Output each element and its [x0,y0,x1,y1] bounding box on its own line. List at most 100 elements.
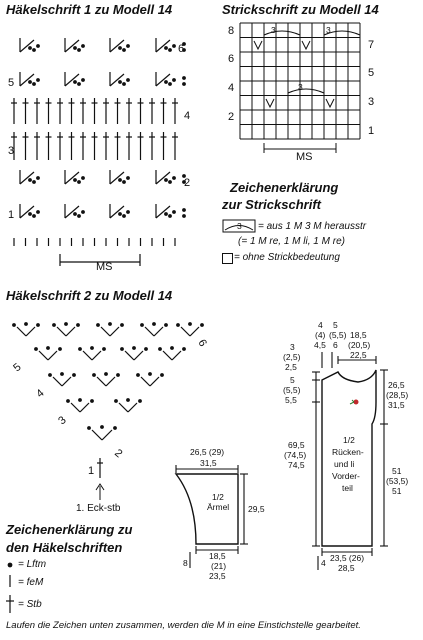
h2-r5-1-d3 [102,347,106,351]
h1-fan-dot-6-3b [168,48,172,52]
body-right-b3: 51 [392,486,402,496]
s-row-5: 5 [368,67,374,79]
h1-fan-dot-2-2b [122,180,126,184]
h1-fan-dot-2-0a [28,178,32,182]
h2-r4-0-d3 [72,373,76,377]
h1-fan-dot-6-2a [118,46,122,50]
h2-r3-1-d2 [126,398,130,402]
h1-row-6: 6 [178,43,184,55]
h2-r2-r [101,429,113,441]
h2-arrow-head [95,483,105,491]
h1-fan-dot-2-0c [36,176,40,180]
h1-row-1: 1 [8,209,14,221]
h1-fan-dot-1-2a [118,212,122,216]
body-bottom-1: 23,5 (26) [330,553,364,563]
h1-fan-dot-6-2b [122,48,126,52]
s-vee-4 [325,98,335,109]
body-right-b2: (53,5) [386,476,408,486]
h1-edge-dot-5b [182,82,186,86]
h1-fan-dot-6-3a [164,46,168,50]
h1-fan-5-0 [19,73,35,87]
body-neck-3: 6 [333,340,338,350]
strick-legend-title-2: zur Strickschrift [222,197,321,212]
h2-r6-4-d2 [188,322,192,326]
h2-r5-3-l [162,350,173,361]
s-cell-3c: 3 [298,82,303,92]
blank-cell-symbol [222,253,233,264]
h2-r6-4-d3 [200,323,204,327]
h2-r4-2-d1 [136,373,140,377]
h2-r5-0-d1 [34,347,38,351]
h2-r5-1-d1 [78,347,82,351]
h1-fan-dot-2-1b [77,180,81,184]
h2-r3-1-r [127,402,138,413]
h2-r6-1-d1 [52,323,56,327]
h1-fan-1-0 [19,205,35,219]
h2-r5-2-d2 [132,346,136,350]
h2-r6-3-l [144,326,155,337]
body-right-b1: 51 [392,466,402,476]
h2-r6-1-l [56,326,67,337]
h1-edge-dot-6a [182,42,186,46]
s-row-2: 2 [228,111,234,123]
h2-r6-0-d1 [12,323,16,327]
h1-row-5: 5 [8,77,14,89]
haekel-legend-item-1: = Lftm [18,559,47,570]
h1-fan-6-3 [155,39,171,53]
h1-fan-6-2 [109,39,125,53]
h1-fan-dot-5-3c [172,78,176,82]
h2-r3-1-l [118,402,129,413]
h2-r5-1-d2 [90,346,94,350]
h1-ms-label: MS [96,261,113,273]
h2-r3-1-d3 [138,399,142,403]
h2-r6-3-d2 [152,322,156,326]
body-bottom-2: 28,5 [338,563,355,573]
h2-r5-1-r [91,350,102,361]
h1-fan-1-1 [64,205,80,219]
h1-fan-dot-5-1c [81,78,85,82]
title-strickschrift: Strickschrift zu Modell 14 [222,2,379,17]
h2-r5-2-d1 [120,347,124,351]
haekel-legend-title-2: den Häkelschriften [6,540,123,555]
title-haekelschrift-1: Häkelschrift 1 zu Modell 14 [6,2,173,17]
h1-fan-dot-2-0b [32,180,36,184]
h2-r5-3-r [171,350,182,361]
body-label-3: und li [334,459,354,469]
s-row-8: 8 [228,25,234,37]
h1-fan-dot-2-3b [168,180,172,184]
s-row-6: 6 [228,53,234,65]
h2-r4-0-r [61,376,72,387]
h2-r5-3-d1 [158,347,162,351]
h2-r6-1-r [65,326,76,337]
h2-r4-2-l [140,376,151,387]
h2-r2-d1 [87,426,91,430]
sleeve-side: 29,5 [248,504,265,514]
h2-r5-2-d3 [144,347,148,351]
h2-r5-3-d2 [170,346,174,350]
sleeve-bottom-1: 18,5 [209,551,226,561]
s-cell-3a: 3 [271,25,276,35]
h2-r5-0-l [38,350,49,361]
h1-fan-dot-5-2b [122,82,126,86]
s-row-4: 4 [228,82,234,94]
h2-r4-1-l [96,376,107,387]
h2-row-6: 6 [195,338,208,349]
sleeve-cuff: 8 [183,558,188,568]
sleeve-top-2: 31,5 [200,458,217,468]
h2-r6-1-d3 [76,323,80,327]
h2-r3-0-l [70,402,81,413]
h1-fan-dot-5-1b [77,82,81,86]
s-row-7: 7 [368,39,374,51]
h1-fan-1-3 [155,205,171,219]
haekel-legend-item-2: = feM [18,577,44,588]
strick-legend-title-1: Zeichenerklärung [230,180,339,195]
h2-r6-2-d3 [120,323,124,327]
body-left-c3: 74,5 [288,460,305,470]
h2-r3-0-d1 [66,399,70,403]
body-label-4: Vorder- [332,471,360,481]
h1-fan-dot-2-2a [118,178,122,182]
h2-r5-3-d3 [182,347,186,351]
sleeve-top-1: 26,5 (29) [190,447,224,457]
h1-edge-dot-6b [182,48,186,52]
